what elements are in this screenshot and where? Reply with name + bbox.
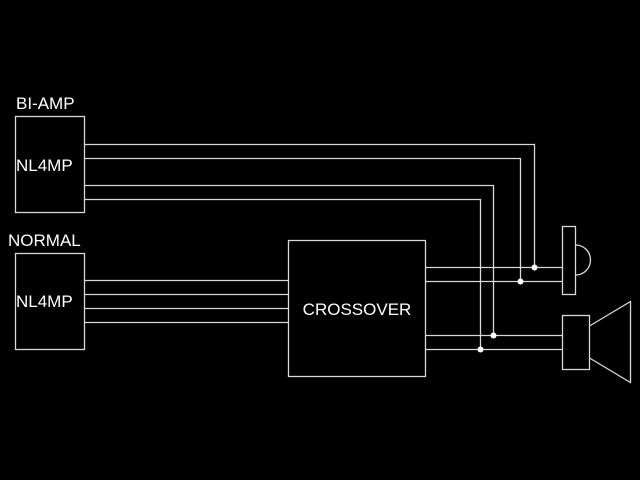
bi-amp-connector-box bbox=[14, 115, 86, 214]
woofer-magnet bbox=[561, 314, 591, 371]
tweeter-body bbox=[561, 225, 577, 296]
woofer-icon bbox=[561, 300, 632, 384]
normal-connector-label: NL4MP bbox=[16, 292, 73, 311]
bi-amp-connector-label: NL4MP bbox=[16, 156, 73, 175]
bi-amp-wire-1 bbox=[84, 143, 536, 267]
crossover-box bbox=[287, 239, 427, 378]
normal-heading: NORMAL bbox=[8, 231, 81, 250]
woofer-cone bbox=[589, 300, 632, 384]
tweeter-dome bbox=[575, 244, 592, 276]
bi-amp-wire-2 bbox=[84, 157, 522, 281]
junction-dot bbox=[477, 346, 484, 353]
bi-amp-wire-4 bbox=[84, 198, 482, 349]
bi-amp-heading: BI-AMP bbox=[16, 94, 75, 113]
normal-connector-box bbox=[14, 252, 86, 351]
junction-dot bbox=[490, 332, 497, 339]
bi-amp-wire-3 bbox=[84, 184, 495, 335]
junction-dot bbox=[531, 264, 538, 271]
crossover-label: CROSSOVER bbox=[303, 300, 412, 319]
tweeter-icon bbox=[561, 225, 592, 296]
junction-dot bbox=[517, 278, 524, 285]
